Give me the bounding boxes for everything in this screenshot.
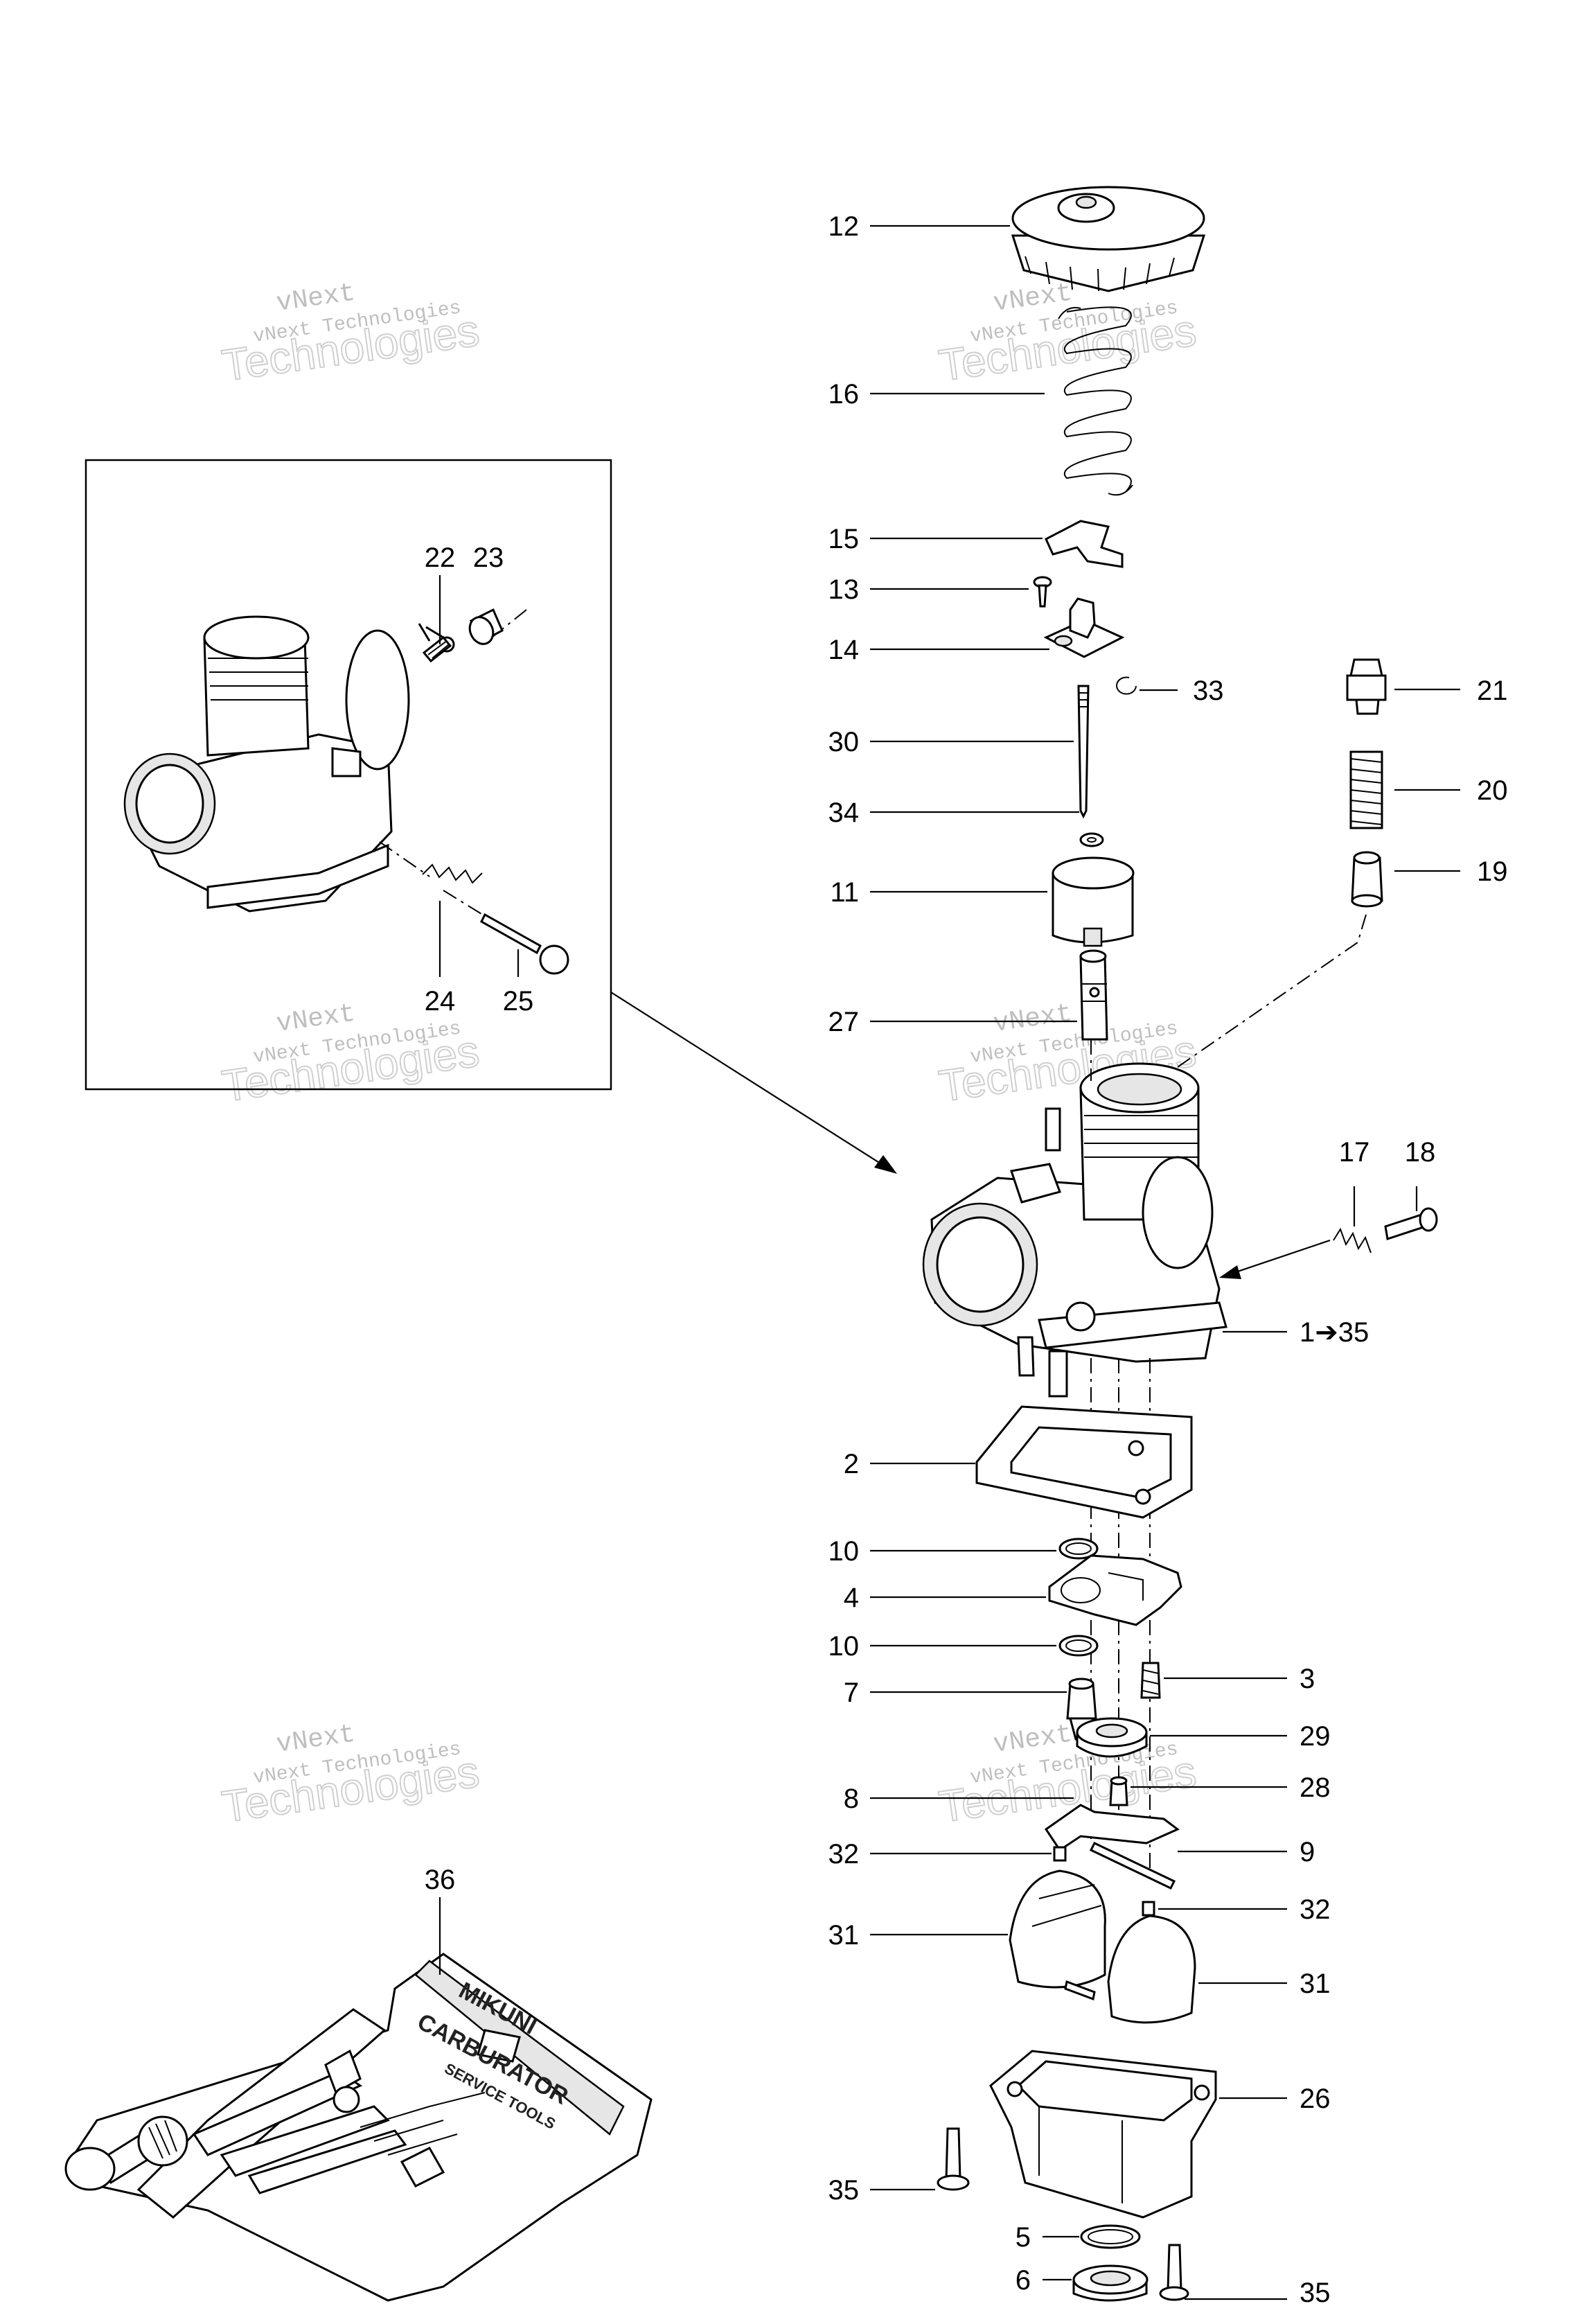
callout-32-right: 32 bbox=[1300, 1894, 1331, 1925]
callout-13: 13 bbox=[828, 574, 860, 605]
callout-25: 25 bbox=[503, 986, 534, 1016]
watermark-line1: vNext bbox=[274, 1719, 357, 1759]
callout-34: 34 bbox=[828, 798, 860, 828]
inset-arrow bbox=[610, 992, 897, 1174]
callout-36: 36 bbox=[425, 1865, 456, 1895]
callout-17: 17 bbox=[1339, 1137, 1370, 1168]
part-33-e-clip bbox=[1116, 676, 1137, 695]
callout-2: 2 bbox=[844, 1449, 859, 1479]
callout-10-lower: 10 bbox=[828, 1631, 860, 1662]
callout-11: 11 bbox=[830, 877, 859, 908]
part-34-washer bbox=[1079, 832, 1104, 847]
part-27-shaft bbox=[1079, 949, 1108, 1041]
callout-19: 19 bbox=[1477, 856, 1508, 887]
watermark-line1: vNext bbox=[274, 278, 357, 318]
callout-4: 4 bbox=[844, 1583, 859, 1613]
part-22-pilot-jet bbox=[422, 635, 452, 663]
part-12-top-cap bbox=[1011, 186, 1206, 292]
part-6-drain-plug bbox=[1072, 2264, 1149, 2302]
callout-16: 16 bbox=[828, 379, 860, 410]
part-31-float-left bbox=[1009, 1869, 1106, 2001]
part-19-adjuster-nut bbox=[1351, 851, 1383, 908]
main-exploded-view bbox=[922, 186, 1438, 2302]
callout-9: 9 bbox=[1300, 1837, 1315, 1867]
part-20-adjuster-thread bbox=[1349, 750, 1383, 829]
callout-31-right: 31 bbox=[1300, 1969, 1331, 1999]
part-15-clip bbox=[1045, 520, 1124, 568]
callout-29: 29 bbox=[1300, 1721, 1331, 1752]
callout-24: 24 bbox=[425, 986, 456, 1016]
part-5-o-ring bbox=[1080, 2224, 1141, 2249]
part-4-plate bbox=[1048, 1554, 1182, 1626]
part-29-ring-nut bbox=[1076, 1717, 1148, 1758]
part-2-gasket bbox=[975, 1405, 1193, 1519]
watermark-line1: vNext bbox=[991, 278, 1074, 318]
callout-5: 5 bbox=[1016, 2222, 1031, 2253]
watermark: vNext vNext Technologies Technologies bbox=[218, 278, 483, 391]
callout-27: 27 bbox=[828, 1007, 860, 1037]
callout-30: 30 bbox=[828, 727, 860, 757]
callout-35-right: 35 bbox=[1300, 2278, 1331, 2306]
inset-frame bbox=[85, 459, 612, 1091]
callout-10-upper: 10 bbox=[828, 1536, 860, 1567]
side-screw-arrow bbox=[1219, 1239, 1331, 1279]
part-14-needle-holder bbox=[1043, 597, 1125, 658]
watermark-line1: vNext bbox=[991, 998, 1074, 1039]
callout-14: 14 bbox=[828, 635, 860, 665]
part-32-pin-right bbox=[1142, 1901, 1155, 1917]
part-24-spring bbox=[422, 863, 483, 884]
part-10-o-ring-lower bbox=[1058, 1635, 1099, 1657]
part-1-carburetor-body bbox=[922, 1062, 1227, 1398]
part-21-adjuster-top bbox=[1346, 658, 1387, 715]
callout-20: 20 bbox=[1477, 775, 1508, 806]
part-30-jet-needle bbox=[1077, 685, 1090, 819]
part-28-needle-valve bbox=[1109, 1776, 1128, 1806]
part-18-screw bbox=[1384, 1207, 1438, 1240]
callout-31-left: 31 bbox=[828, 1920, 860, 1951]
callout-35-left: 35 bbox=[828, 2175, 860, 2206]
part-10-o-ring-upper bbox=[1058, 1538, 1099, 1560]
callout-28: 28 bbox=[1300, 1772, 1331, 1803]
callout-21: 21 bbox=[1477, 676, 1508, 706]
watermark-line1: vNext bbox=[991, 1719, 1074, 1759]
callout-18: 18 bbox=[1405, 1137, 1436, 1168]
callout-8: 8 bbox=[844, 1784, 859, 1814]
callout-23: 23 bbox=[473, 543, 504, 573]
part-13-screw bbox=[1033, 576, 1052, 608]
part-23-cap bbox=[468, 608, 504, 645]
callout-26: 26 bbox=[1300, 2084, 1331, 2114]
watermark-line1: vNext bbox=[274, 998, 357, 1039]
watermark: vNext vNext Technologies Technologies bbox=[935, 1719, 1200, 1832]
callout-32-left: 32 bbox=[828, 1839, 860, 1869]
part-35-screw-left bbox=[937, 2127, 970, 2191]
inset-carburetor-body bbox=[123, 609, 527, 913]
part-35-screw-right bbox=[1159, 2244, 1189, 2301]
part-8-float-arm bbox=[1044, 1804, 1180, 1852]
part-36-tool-pouch: MIKUNI CARBURATOR SERVICE TOOLS bbox=[64, 1953, 653, 2302]
callout-22: 22 bbox=[425, 543, 456, 573]
callout-labels: 12 16 15 13 14 33 21 30 20 34 19 11 27 1… bbox=[425, 211, 1508, 2306]
part-3-pilot-jet bbox=[1140, 1662, 1161, 1699]
callout-33: 33 bbox=[1193, 676, 1224, 706]
part-32-pin-left bbox=[1053, 1846, 1067, 1862]
callout-6: 6 bbox=[1016, 2265, 1031, 2296]
part-26-float-bowl bbox=[989, 2050, 1217, 2219]
part-9-pin bbox=[1089, 1842, 1176, 1890]
part-16-spring bbox=[1058, 306, 1133, 496]
inset-detail bbox=[85, 459, 612, 1091]
part-11-throttle-slide bbox=[1052, 856, 1135, 947]
watermark: vNext vNext Technologies Technologies bbox=[218, 1719, 483, 1832]
part-25-air-screw bbox=[443, 890, 569, 975]
callout-7: 7 bbox=[844, 1678, 859, 1708]
adjuster-axis bbox=[1177, 914, 1367, 1068]
callout-12: 12 bbox=[828, 211, 860, 242]
leader-lines bbox=[438, 225, 1460, 2300]
part-31-float-right bbox=[1107, 1915, 1196, 2024]
callout-1-35: 1➔35 bbox=[1300, 1317, 1369, 1348]
callout-3: 3 bbox=[1300, 1664, 1315, 1694]
callout-15: 15 bbox=[828, 524, 860, 554]
part-17-spring bbox=[1333, 1227, 1372, 1253]
